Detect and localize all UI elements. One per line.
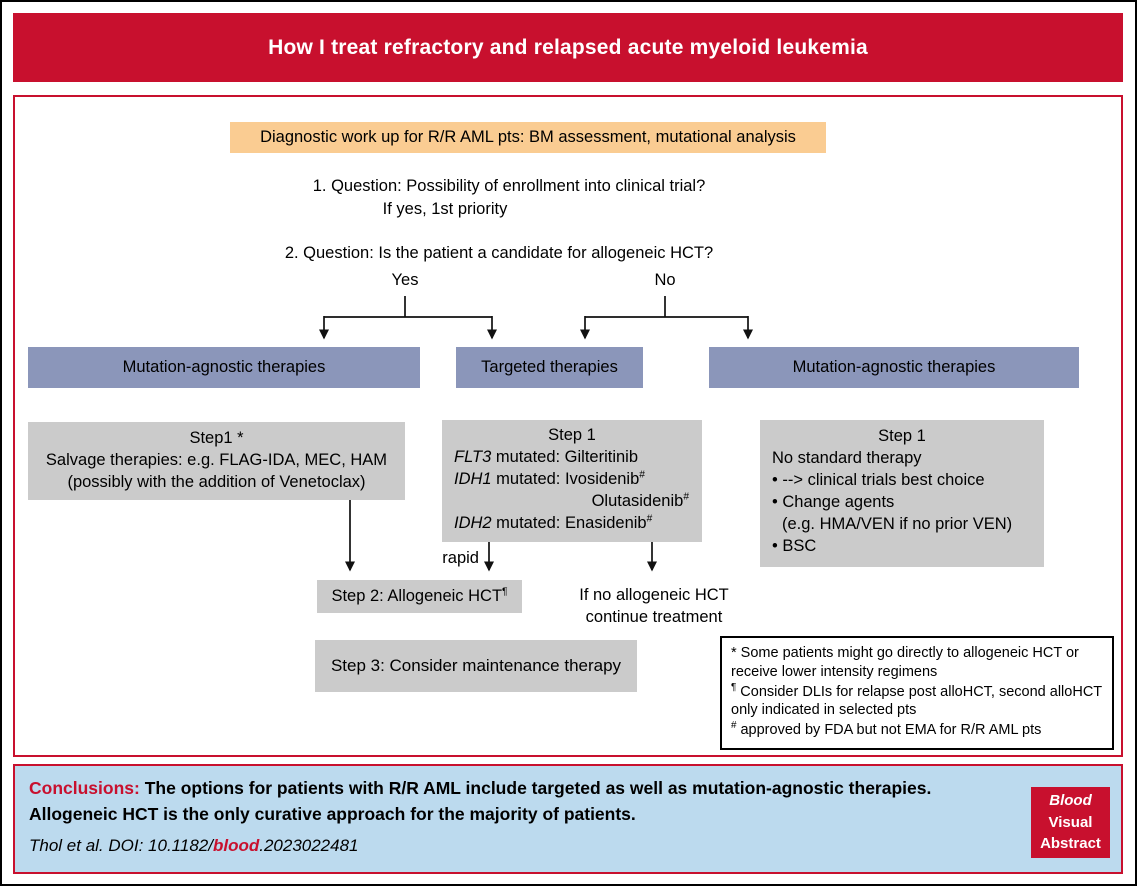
logo-line-abstract: Abstract [1040,835,1101,853]
footnote-symbol: * [731,645,737,661]
targeted-step1-box: Step 1 FLT3 mutated: Gilteritinib IDH1 m… [442,420,702,542]
question-1: 1. Question: Possibility of enrollment i… [312,177,706,195]
question-2: 2. Question: Is the patient a candidate … [284,244,714,262]
fda-footnote-mark: # [639,469,645,481]
conclusions-label: Conclusions: [29,778,140,798]
flowchart-panel: Diagnostic work up for R/R AML pts: BM a… [13,95,1123,757]
no-hct-intro: No standard therapy [772,448,922,467]
title-banner: How I treat refractory and relapsed acut… [13,13,1123,82]
branch-header-mutation-agnostic-left: Mutation-agnostic therapies [28,347,420,388]
footnote-symbol: # [731,720,737,732]
rapid-label: rapid [442,549,479,567]
diagnostic-workup-box: Diagnostic work up for R/R AML pts: BM a… [230,122,826,153]
branch-header-label: Mutation-agnostic therapies [122,358,326,376]
step2-label: Step 2: Allogeneic HCT [331,587,503,605]
salvage-step1-box: Step1 * Salvage therapies: e.g. FLAG-IDA… [28,422,405,500]
branch-header-mutation-agnostic-right: Mutation-agnostic therapies [709,347,1079,388]
targeted-step1-title: Step 1 [548,426,596,444]
fda-footnote-mark: # [683,491,689,503]
footnote-text: Some patients might go directly to allog… [731,645,1079,680]
step3-text: Step 3: Consider maintenance therapy [330,656,622,675]
footnote-hash: #approved by FDA but not EMA for R/R AML… [731,720,1103,740]
if-no-hct-line1: If no allogeneic HCT [579,586,729,604]
no-hct-bullet-trials: • --> clinical trials best choice [772,470,985,489]
branch-header-label: Mutation-agnostic therapies [792,358,996,376]
targeted-row-idh1: IDH1 mutated: Ivosidenib# [442,469,702,491]
footnotes-box: *Some patients might go directly to allo… [720,636,1114,750]
footnote-text: approved by FDA but not EMA for R/R AML … [740,722,1042,739]
footnote-asterisk: *Some patients might go directly to allo… [731,644,1103,682]
no-hct-bullet-bsc: • BSC [772,536,817,555]
targeted-row-olutasidenib: Olutasidenib# [442,491,702,513]
salvage-step1-line1: Salvage therapies: e.g. FLAG-IDA, MEC, H… [45,451,388,470]
conclusions-line2: Allogeneic HCT is the only curative appr… [29,804,636,825]
targeted-row-text: mutated: Enasidenib [491,513,647,532]
step3-maintenance-box: Step 3: Consider maintenance therapy [315,640,637,692]
no-label: No [654,271,676,289]
no-hct-step1-title: Step 1 [878,427,926,445]
targeted-row-text: mutated: Gilteritinib [491,447,639,466]
gene-idh1: IDH1 [454,469,492,488]
logo-line-blood: Blood [1049,791,1092,809]
doi-suffix: .2023022481 [259,836,359,855]
diagnostic-workup-text: Diagnostic work up for R/R AML pts: BM a… [260,128,796,146]
targeted-row-idh2: IDH2 mutated: Enasidenib# [442,513,702,535]
if-no-hct-note: If no allogeneic HCT continue treatment [579,585,729,629]
gene-flt3: FLT3 [454,447,492,466]
conclusions-panel: Conclusions: The options for patients wi… [13,764,1123,874]
branch-header-targeted: Targeted therapies [456,347,643,388]
doi-prefix: Thol et al. DOI: 10.1182/ [29,836,213,855]
conclusions-sentence1: The options for patients with R/R AML in… [144,778,932,798]
targeted-row-flt3: FLT3 mutated: Gilteritinib [442,447,702,469]
step2-text: Step 2: Allogeneic HCT¶ [331,587,507,606]
no-hct-bullet-change-agents-sub: (e.g. HMA/VEN if no prior VEN) [782,514,1013,533]
targeted-row-text: Olutasidenib [591,491,684,510]
conclusions-line1: Conclusions: The options for patients wi… [29,775,1019,801]
question-1-note: If yes, 1st priority [382,200,508,218]
yes-label: Yes [391,271,419,289]
footnote-text: Consider DLIs for relapse post alloHCT, … [731,683,1102,719]
targeted-row-text: mutated: Ivosidenib [491,469,640,488]
page-title: How I treat refractory and relapsed acut… [268,35,868,59]
fda-footnote-mark: # [646,513,653,525]
step2-allogeneic-hct-box: Step 2: Allogeneic HCT¶ [317,580,522,613]
salvage-step1-line2: (possibly with the addition of Venetocla… [67,472,366,491]
no-hct-step1-box: Step 1 No standard therapy • --> clinica… [760,420,1044,567]
gene-idh2: IDH2 [454,513,492,532]
blood-visual-abstract-logo: Blood Visual Abstract [1031,787,1110,858]
salvage-step1-title: Step1 * [189,429,244,448]
if-no-hct-line2: continue treatment [585,607,723,626]
dli-footnote-mark: ¶ [502,586,508,598]
no-hct-bullet-change-agents: • Change agents [772,492,895,511]
footnote-pilcrow: ¶Consider DLIs for relapse post alloHCT,… [731,682,1103,721]
doi-citation: Thol et al. DOI: 10.1182/blood.202302248… [29,836,359,856]
conclusions-text: Conclusions: The options for patients wi… [29,775,1019,828]
footnote-symbol: ¶ [731,681,737,693]
branch-header-label: Targeted therapies [481,358,618,376]
logo-line-visual: Visual [1048,813,1093,831]
doi-journal-name: blood [212,836,260,855]
